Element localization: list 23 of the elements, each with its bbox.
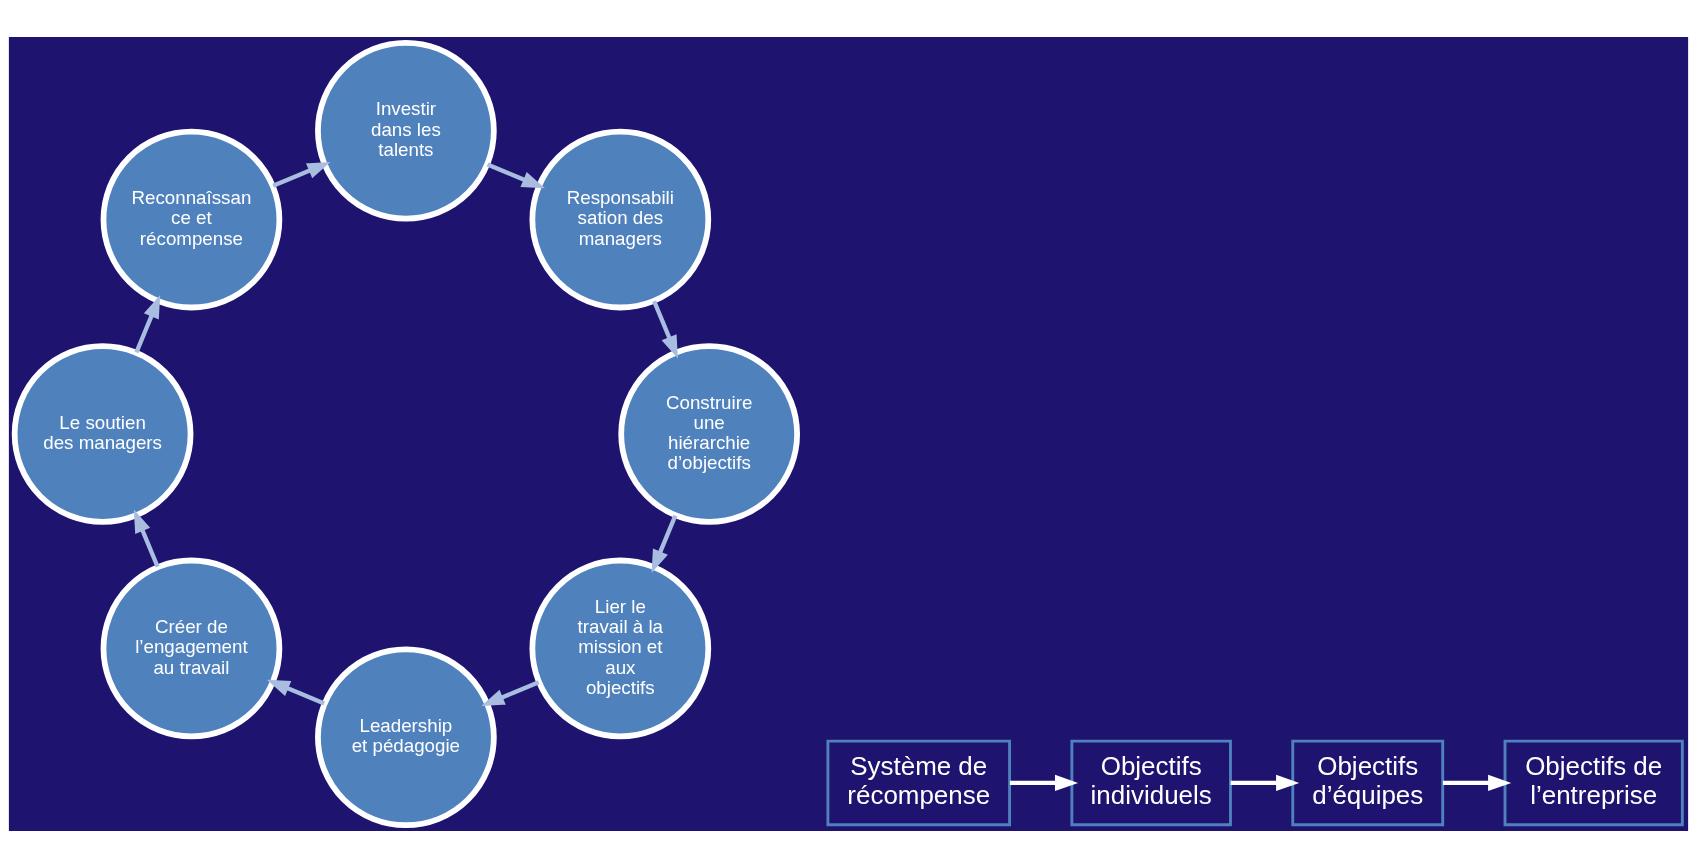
node-circle: Responsabilisation des managers [529, 128, 712, 310]
node-box: Objectifs de l’entreprise [1503, 739, 1684, 826]
arrow [486, 162, 545, 188]
arrow [651, 514, 678, 573]
node-box: Objectifs d’équipes [1291, 739, 1445, 826]
arrow [133, 508, 160, 568]
node-circle: Créer de l’engagement au travail [100, 557, 283, 739]
arrow [272, 161, 331, 188]
arrow [134, 294, 161, 353]
arrow [1009, 774, 1079, 791]
node-circle: Investir dans les talents [315, 39, 497, 222]
node-circle: Lier le travail à la mission et aux objectifs [529, 557, 712, 739]
arrow [1230, 774, 1300, 791]
node-circle: Reconnaîssance et récompense [100, 128, 283, 310]
arrow [652, 299, 678, 359]
node-box: Système de récompense [826, 739, 1012, 826]
arrow [481, 679, 540, 706]
arrow [266, 679, 326, 705]
node-circle: Le soutien des managers [11, 342, 194, 525]
node-box: Objectifs individuels [1070, 739, 1232, 826]
node-circle: Construire une hiérarchie d’objectifs [618, 342, 800, 525]
arrow [1443, 774, 1512, 791]
node-circle: Leadership et pédagogie [315, 645, 497, 828]
